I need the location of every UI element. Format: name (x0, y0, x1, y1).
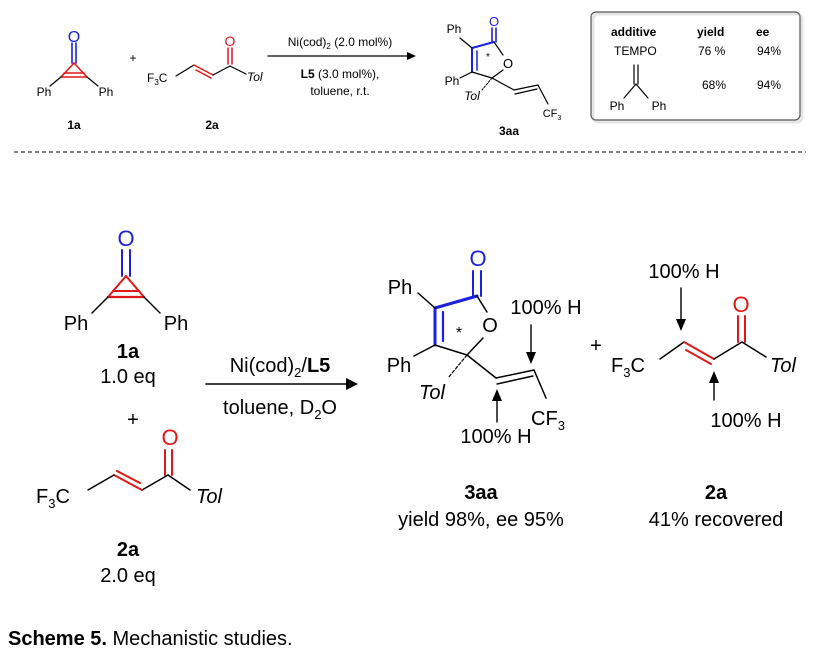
phenyl-top: Ph (447, 22, 462, 36)
equivalents: 2.0 eq (100, 565, 156, 587)
plus-sign: + (127, 409, 139, 431)
solvent-text: toluene, D2O (223, 397, 337, 422)
ligand-text: L5 (3.0 mol%), (301, 67, 380, 81)
tolyl-group: Tol (770, 355, 797, 377)
compound-label: 1a (67, 118, 81, 132)
phenyl-bottom: Ph (387, 355, 411, 377)
oxygen-atom: O (161, 425, 178, 450)
phenyl-bottom: Ph (445, 74, 460, 88)
row-additive: TEMPO (614, 44, 657, 58)
ring-oxygen: O (503, 56, 513, 71)
recovered-2a: 100% H F3C O Tol 100% H 2a 41% recovered (611, 261, 797, 531)
diphenylethylene-structure: Ph Ph (610, 64, 667, 113)
catalyst-text: Ni(cod)2/L5 (230, 355, 331, 380)
phenyl-left: Ph (610, 99, 625, 113)
stereocenter-star: * (456, 325, 462, 342)
row-yield: 68% (702, 78, 726, 92)
tolyl-group: Tol (419, 382, 446, 404)
row-yield: 76 % (698, 44, 726, 58)
equivalents: 1.0 eq (100, 366, 156, 388)
phenyl-left: Ph (64, 313, 88, 335)
phenyl-right: Ph (652, 99, 667, 113)
bottom-product-3aa: O O * Ph Ph Tol CF3 100% H 100% H 3aa yi… (387, 246, 582, 531)
oxygen-atom: O (68, 29, 80, 46)
cf3-group: F3C (611, 355, 645, 380)
compound-label: 1a (117, 341, 140, 363)
cf3-group: CF3 (543, 108, 562, 122)
phenyl-left: Ph (37, 85, 52, 99)
catalyst-text: Ni(cod)2 (2.0 mol%) (288, 35, 392, 51)
deuterium-label-bottom: 100% H (460, 426, 531, 448)
top-reaction-conditions: Ni(cod)2 (2.0 mol%) L5 (3.0 mol%), tolue… (267, 35, 416, 98)
yield-ee-result: yield 98%, ee 95% (398, 509, 564, 531)
oxygen-atom: O (489, 14, 499, 29)
header-yield: yield (697, 25, 724, 39)
bottom-compound-1a: O Ph Ph 1a 1.0 eq (64, 226, 188, 388)
header-additive: additive (611, 25, 657, 39)
deuterium-label-bottom: 100% H (710, 410, 781, 432)
recovery-result: 41% recovered (649, 509, 784, 531)
scheme-caption: Scheme 5. Mechanistic studies. (8, 628, 293, 650)
plus-sign: + (129, 51, 136, 65)
deuterium-label-top: 100% H (510, 297, 581, 319)
compound-label: 2a (705, 482, 728, 504)
stereocenter-star: * (486, 52, 490, 63)
cf3-group: F3C (36, 486, 70, 511)
additive-table: additive yield ee TEMPO 76 % 94% Ph Ph 6… (590, 11, 804, 124)
cf3-group: CF3 (531, 408, 565, 433)
cf3-group: F3C (147, 71, 168, 87)
phenyl-top: Ph (388, 277, 412, 299)
top-product-3aa: O O * Ph Ph Tol CF3 3aa (445, 14, 562, 138)
ring-oxygen: O (482, 315, 498, 337)
bottom-reaction-conditions: Ni(cod)2/L5 toluene, D2O (205, 355, 358, 422)
tolyl-group: Tol (196, 486, 223, 508)
oxygen-atom: O (225, 33, 236, 49)
compound-label: 3aa (499, 124, 519, 138)
oxygen-atom: O (732, 292, 749, 317)
tolyl-group: Tol (247, 70, 263, 84)
compound-label: 3aa (464, 482, 498, 504)
deuterium-label-top: 100% H (648, 261, 719, 283)
compound-label: 2a (117, 539, 140, 561)
row-ee: 94% (757, 78, 781, 92)
compound-label: 2a (205, 118, 219, 132)
solvent-text: toluene, r.t. (310, 84, 369, 98)
bottom-compound-2a: O F3C Tol 2a 2.0 eq (36, 425, 223, 587)
phenyl-right: Ph (164, 313, 188, 335)
top-compound-2a: F3C O Tol 2a (147, 33, 263, 132)
header-ee: ee (756, 25, 770, 39)
top-compound-1a: O Ph Ph 1a (37, 29, 114, 132)
phenyl-right: Ph (99, 85, 114, 99)
tolyl-group: Tol (464, 89, 480, 103)
plus-sign: + (590, 335, 602, 357)
oxygen-atom: O (469, 246, 486, 271)
oxygen-atom: O (117, 226, 134, 251)
row-ee: 94% (757, 44, 781, 58)
